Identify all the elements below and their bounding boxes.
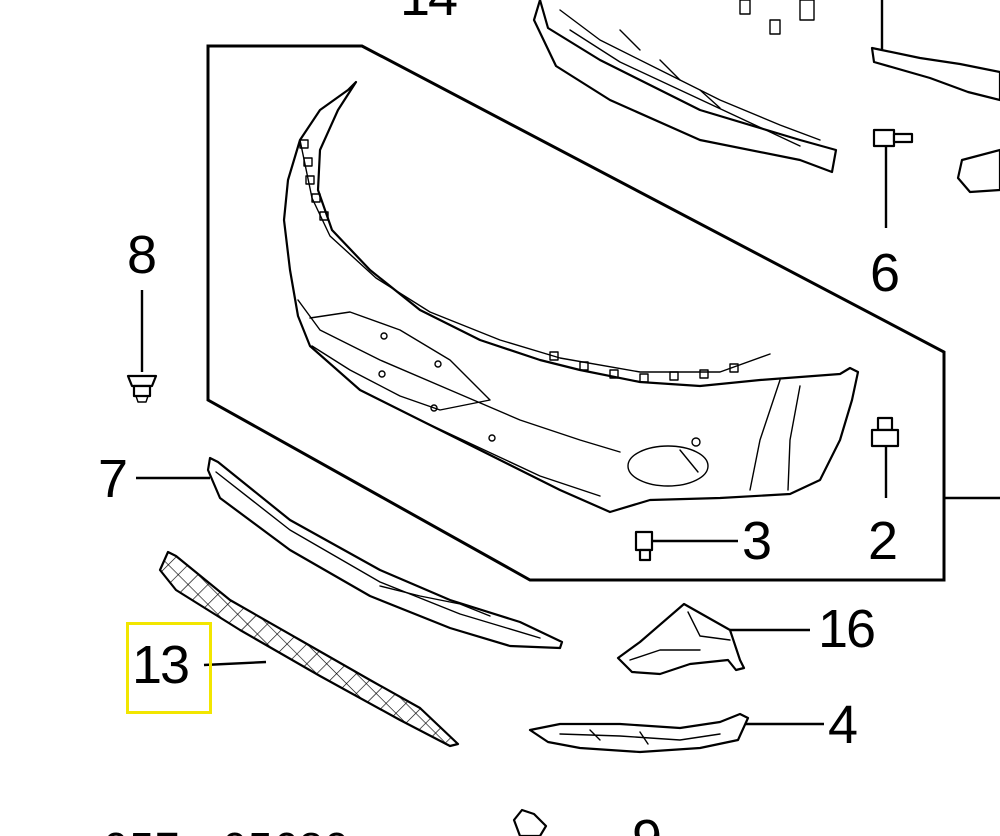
clip-8: [126, 290, 158, 403]
clip-9: [512, 808, 548, 836]
front-bumper-cover: [282, 80, 860, 514]
bumper-clips-top: [549, 351, 739, 383]
callout-16: 16: [818, 599, 876, 659]
bolt-2: [870, 416, 900, 498]
part-number-partial: 957 - 05680: [104, 822, 350, 836]
callout-7: 7: [98, 449, 128, 509]
callout-highlight-box: [126, 622, 212, 714]
callout-2: 2: [868, 511, 898, 571]
grille-mesh-13: [158, 550, 460, 748]
bumper-clips-left: [299, 139, 329, 221]
callout-8: 8: [127, 225, 157, 285]
callout-14: 14: [400, 0, 458, 24]
bumper-reinforcement: [532, 0, 838, 174]
callout-4: 4: [828, 695, 858, 755]
air-guide-16: [616, 602, 810, 676]
bolt-6: [872, 128, 914, 228]
callout-3: 3: [742, 511, 772, 571]
callout-9: 9: [632, 812, 662, 836]
assembly-frame: [206, 44, 946, 582]
lower-cover-4: [528, 712, 824, 754]
callout-13: 13: [132, 635, 190, 695]
side-bracket: [870, 0, 1000, 194]
callout-6: 6: [870, 243, 900, 303]
lower-molding-7: [136, 456, 564, 650]
bolt-3: [634, 530, 738, 562]
